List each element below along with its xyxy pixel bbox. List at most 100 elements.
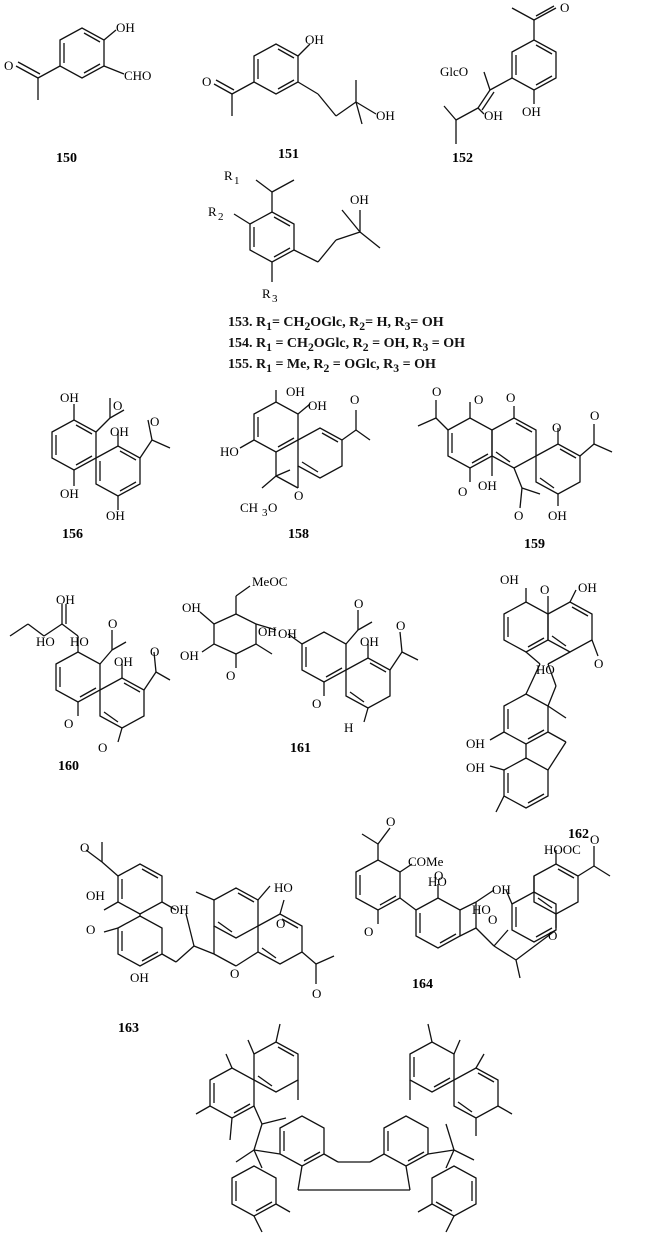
compound-number: 156 [62,527,83,542]
atom-label: O [350,392,359,407]
compound-151: O OH OH 151 [202,32,395,162]
atom-label: O [396,618,405,633]
atom-label: OH [110,424,129,439]
atom-label: O [488,912,497,927]
compound-number: 161 [290,741,311,756]
atom-label: O [458,484,467,499]
atom-label: O [474,392,483,407]
atom-label: O [312,986,321,1001]
atom-label: O [230,966,239,981]
atom-label: O [226,668,235,683]
atom-label: OH [305,32,324,47]
compound-number: 160 [58,759,79,774]
atom-label: OH [116,20,135,35]
atom-label: O [4,58,13,73]
atom-label: OH [60,390,79,405]
compound-legend: 153. R1= CH2OGlc, R2= H, R3= OH 154. R1 … [228,314,528,376]
atom-label: HO [428,874,447,889]
compound-number: 164 [412,977,433,992]
atom-label: O [590,408,599,423]
atom-label: H [344,720,353,735]
atom-label: O [294,488,303,503]
atom-label: OH [182,600,201,615]
atom-label: CH [240,500,258,515]
atom-label: O [150,414,159,429]
legend-line-155: 155. R1 = Me, R2 = OGlc, R3 = OH [228,356,436,375]
compound-161: OH O OH HO O OH OH 162 [466,572,603,842]
compound-number: 152 [452,151,473,166]
atom-label: OH [492,882,511,897]
atom-label: HO [536,662,555,677]
atom-label: O [276,916,285,931]
compound-number: 162 [568,827,589,842]
atom-label: 3 [272,293,278,305]
atom-label: OH [170,902,189,917]
compound-153-core: R 1 R 2 R 3 OH [208,168,381,305]
atom-label: OH [56,592,75,607]
atom-label: O [540,582,549,597]
atom-label: O [590,832,599,847]
compound-159: OH HO HO O OH O O O 160 [9,592,171,774]
atom-label: OH [114,654,133,669]
compound-156: OH O OH OH O OH 156 [51,390,171,542]
compound-163: O COMe HO HO OH O O HOOC O O O 164 [355,814,611,992]
atom-label: O [594,656,603,671]
atom-label: OH [522,104,541,119]
atom-label: HOOC [544,842,581,857]
atom-label: O [364,924,373,939]
atom-label: O [268,500,277,515]
atom-label: OH [308,398,327,413]
atom-label: OH [60,486,79,501]
atom-label: OH [180,648,199,663]
atom-label: O [150,644,159,659]
atom-label: OH [86,888,105,903]
compound-number: 150 [56,151,77,166]
legend-line-154: 154. R1 = CH2OGlc, R2 = OH, R3 = OH [228,335,466,354]
atom-label: OH [278,626,297,641]
atom-label: HO [472,902,491,917]
atom-label: O [386,814,395,829]
atom-label: OH [548,508,567,523]
atom-label: OH [130,970,149,985]
atom-label: R [208,204,217,219]
atom-label: 3 [262,507,268,519]
atom-label: CHO [124,68,151,83]
atom-label: O [98,740,107,755]
atom-label: OH [286,384,305,399]
compound-164 [195,1023,513,1233]
atom-label: O [108,616,117,631]
atom-label: R [224,168,233,183]
atom-label: OH [360,634,379,649]
atom-label: O [560,0,569,15]
atom-label: O [434,868,443,883]
atom-label: R [262,286,271,301]
atom-label: OH [484,108,503,123]
atom-label: OH [478,478,497,493]
atom-label: O [548,928,557,943]
atom-label: OH [106,508,125,523]
atom-label: O [202,74,211,89]
atom-label: O [312,696,321,711]
atom-label: OH [350,192,369,207]
compound-number: 163 [118,1021,139,1036]
atom-label: O [432,384,441,399]
atom-label: OH [466,736,485,751]
compound-162: OH OH O O HO O OH O O 163 [80,840,335,1036]
atom-label: COMe [408,854,444,869]
atom-label: OH [500,572,519,587]
compound-150: O OH CHO 150 [4,20,151,166]
atom-label: O [552,420,561,435]
compound-number: 158 [288,527,309,542]
atom-label: OH [376,108,395,123]
compound-152: O GlcO OH OH 152 [440,0,569,166]
compound-number: 151 [278,147,299,162]
compound-160: MeOC OH OH O OH OH O OH O O H 161 [180,574,419,756]
compound-157: OH OH HO O CH 3 O O 158 [220,384,371,542]
atom-label: O [506,390,515,405]
atom-label: MeOC [252,574,287,589]
atom-label: HO [274,880,293,895]
atom-label: O [80,840,89,855]
atom-label: O [514,508,523,523]
atom-label: 1 [234,175,240,187]
